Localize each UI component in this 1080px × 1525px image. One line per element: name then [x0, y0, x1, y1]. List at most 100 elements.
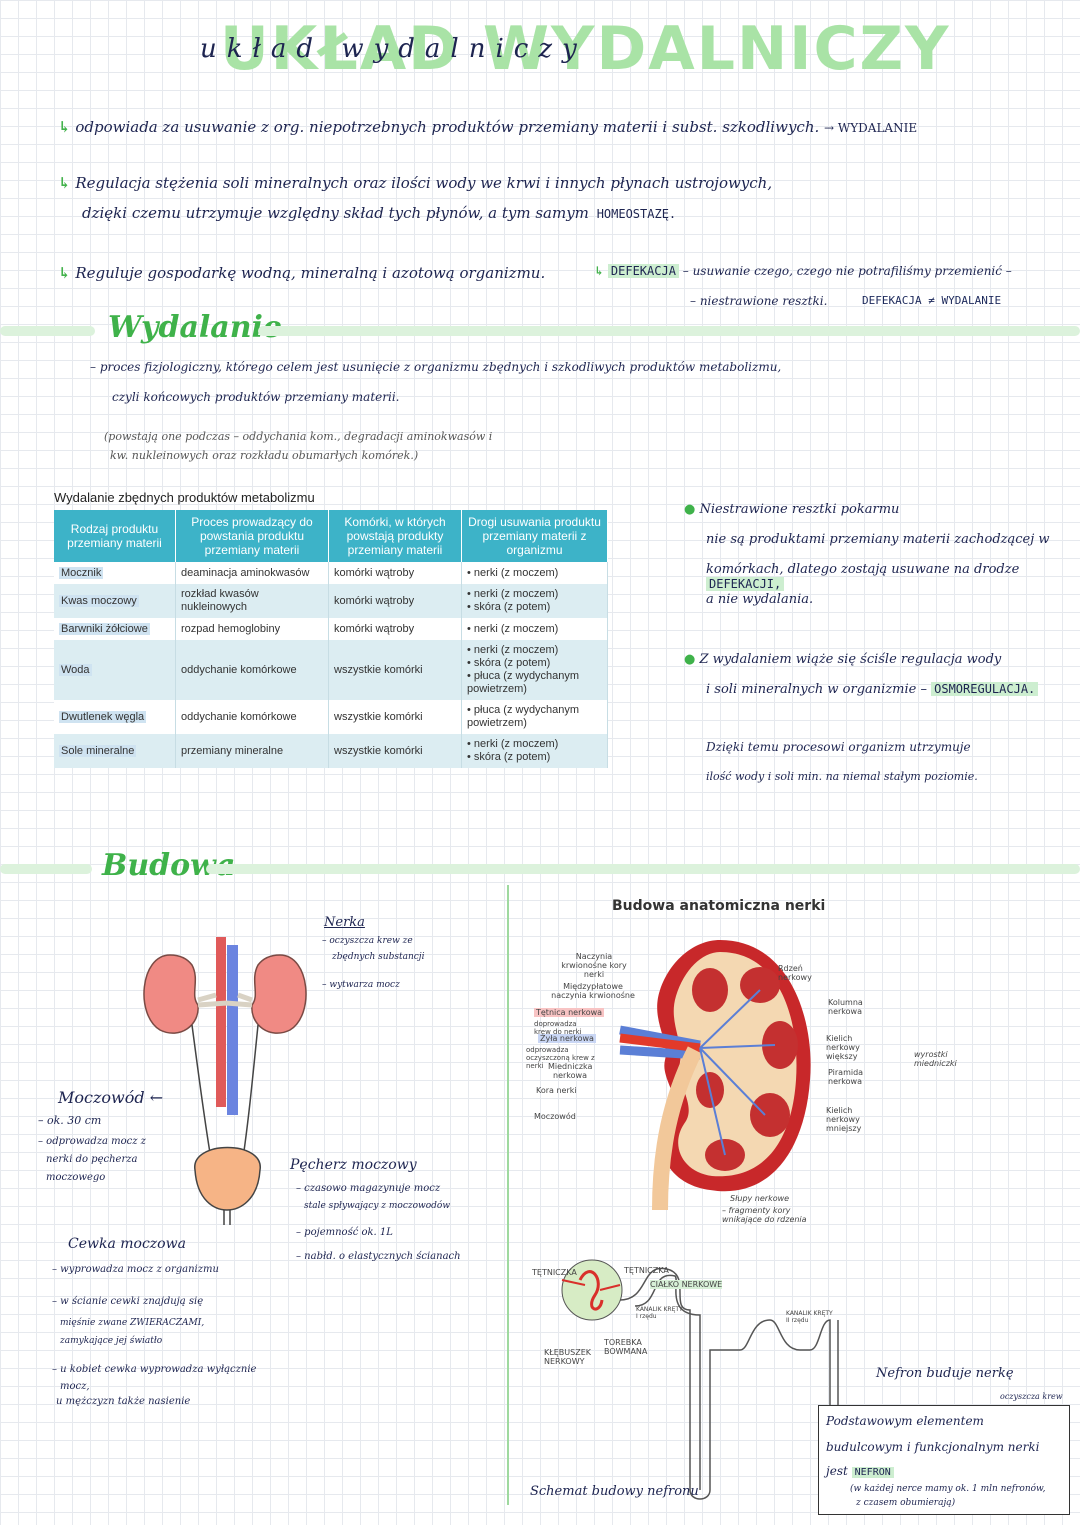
label-naczynia-kory: Naczynia krwionośne kory nerki [561, 952, 627, 979]
pecherz-desc-3: – pojemność ok. 1L [296, 1227, 393, 1238]
product-cell: Dwutlenek węgla [59, 710, 147, 723]
label-kielich-wiekszy: Kielich nerkowy większy [826, 1034, 860, 1061]
label-moczowod: Moczowód ← [58, 1088, 164, 1107]
arrow-icon: ↳ [58, 174, 71, 192]
product-cell: Kwas moczowy [59, 594, 139, 607]
cewka-desc-3: mięśnie zwane ZWIERACZAMI, [60, 1318, 205, 1328]
label-tetnica-desc: doprowadza krew do nerki [534, 1020, 582, 1036]
side-note-2-l2: i soli mineralnych w organizmie – OSMORE… [706, 682, 1039, 697]
divider-bar [0, 864, 92, 874]
routes-cell: • płuca (z wydychanym powietrzem) [461, 700, 608, 734]
defekacja-note: ↳ DEFEKACJA – usuwanie czego, czego nie … [594, 264, 1012, 278]
nerka-desc-2: zbędnych substancji [332, 952, 425, 962]
product-cell: Barwniki żółciowe [59, 622, 150, 635]
label-tetnica: Tętnica nerkowa [534, 1008, 605, 1017]
nefron-line-4: jest NEFRON [826, 1464, 894, 1478]
cewka-desc-2: – w ścianie cewki znajdują się [52, 1296, 204, 1307]
label-miedniczka: Miedniczka nerkowa [548, 1062, 593, 1080]
product-cell: Mocznik [59, 566, 104, 579]
label-kielich-mniejszy: Kielich nerkowy mniejszy [826, 1106, 862, 1133]
nerka-desc-3: – wytwarza mocz [322, 980, 400, 990]
process-cell: rozkład kwasów nukleinowych [175, 584, 329, 618]
cewka-desc-6: mocz, [60, 1381, 90, 1392]
cewka-desc-1: – wyprowadza mocz z organizmu [52, 1264, 219, 1275]
side-note-2: ● Z wydalaniem wiąże się ściśle regulacj… [684, 652, 1002, 667]
label-pecherz: Pęcherz moczowy [290, 1157, 417, 1173]
bullet-icon: ● [684, 502, 696, 517]
process-cell: przemiany mineralne [175, 734, 329, 768]
table-header: Proces prowadzący do powstania produktu … [175, 510, 329, 562]
vertical-divider [507, 885, 509, 1505]
process-cell: oddychanie komórkowe [175, 640, 329, 700]
page-title: UKŁAD WYDALNICZY [220, 14, 951, 84]
label-tetniczka-l: TĘTNICZKA [532, 1268, 577, 1277]
kidney-anatomy-illustration [619, 940, 811, 1210]
table-row: Mocznik deaminacja aminokwasów komórki w… [54, 562, 608, 584]
label-kanalik-1: KANALIK KRĘTY I rzędu [636, 1306, 683, 1320]
label-kolumna: Kolumna nerkowa [828, 998, 863, 1016]
label-zyla-desc: odprowadza oczyszczoną krew z nerki [526, 1046, 595, 1070]
label-slupy-desc: – fragmenty kory wnikające do rdzenia [722, 1206, 807, 1224]
cewka-desc-4: zamykające jej światło [60, 1336, 163, 1346]
wydalanie-def-1: – proces fizjologiczny, którego celem je… [90, 360, 782, 374]
cells-cell: wszystkie komórki [328, 700, 462, 734]
kidney-diagram-title: Budowa anatomiczna nerki [612, 898, 826, 914]
routes-cell: • nerki (z moczem)• skóra (z potem) [461, 584, 608, 618]
table-header: Rodzaj produktu przemiany materii [54, 510, 176, 562]
label-kora: Kora nerki [536, 1086, 577, 1095]
label-kanalik-2: KANALIK KRĘTY II rzędu [786, 1310, 833, 1324]
product-cell: Sole mineralne [59, 744, 137, 757]
cewka-desc-7: u mężczyzn także nasienie [56, 1396, 191, 1407]
arrow-icon: ↳ [58, 118, 71, 136]
intro-line-2b: dzięki czemu utrzymuje względny skład ty… [82, 204, 677, 222]
section-heading-wydalanie: Wydalanie [108, 310, 283, 345]
table-row: Dwutlenek węgla oddychanie komórkowe wsz… [54, 700, 608, 734]
pecherz-desc-2: stale spływający z moczowodów [304, 1201, 451, 1211]
process-cell: oddychanie komórkowe [175, 700, 329, 734]
label-zyla: Żyła nerkowa [538, 1034, 596, 1043]
side-note-1: ● Niestrawione resztki pokarmu [684, 502, 900, 517]
process-cell: rozpad hemoglobiny [175, 618, 329, 640]
nephron-caption: Schemat budowy nefronu [530, 1484, 699, 1499]
routes-cell: • nerki (z moczem) [461, 618, 608, 640]
wydalanie-def-2: czyli końcowych produktów przemiany mate… [112, 390, 400, 404]
nefron-title: Nefron buduje nerkę [876, 1366, 1014, 1381]
bullet-icon: ● [684, 652, 696, 667]
cells-cell: komórki wątroby [328, 562, 462, 584]
nefron-line-5: (w każdej nerce mamy ok. 1 mln nefronów, [850, 1484, 1046, 1494]
table-caption: Wydalanie zbędnych produktów metabolizmu [54, 490, 315, 505]
product-cell: Woda [59, 663, 92, 676]
table-header: Komórki, w których powstają produkty prz… [328, 510, 462, 562]
label-torebka: TOREBKA BOWMANA [604, 1338, 648, 1356]
nefron-box [818, 1405, 1070, 1515]
wydalanie-par-1: (powstają one podczas – oddychania kom.,… [104, 430, 493, 443]
label-slupy: Słupy nerkowe [730, 1194, 790, 1203]
label-tetniczka-r: TĘTNICZKA [624, 1266, 669, 1275]
cells-cell: wszystkie komórki [328, 640, 462, 700]
label-nerka: Nerka [324, 915, 365, 930]
page-title-script: układ wydalniczy [200, 34, 587, 64]
moczowod-desc-4: moczowego [46, 1172, 106, 1183]
cells-cell: komórki wątroby [328, 584, 462, 618]
urinary-system-illustration [143, 937, 307, 1225]
metabolism-table: Rodzaj produktu przemiany materii Proces… [54, 510, 608, 768]
table-header: Drogi usuwania produktu przemiany materi… [461, 510, 608, 562]
label-cialko: CIAŁKO NERKOWE [650, 1280, 723, 1289]
pecherz-desc-4: – nabłd. o elastycznych ścianach [296, 1251, 461, 1262]
arrow-icon: ↳ [58, 264, 71, 282]
label-naczynia-miedzy: Międzypłatowe naczynia krwionośne [551, 982, 635, 1000]
cells-cell: wszystkie komórki [328, 734, 462, 768]
cewka-desc-5: – u kobiet cewka wyprowadza wyłącznie [52, 1364, 257, 1375]
moczowod-desc-3: nerki do pęcherza [46, 1154, 138, 1165]
nefron-line-6: z czasem obumierają) [856, 1498, 956, 1508]
cells-cell: komórki wątroby [328, 618, 462, 640]
routes-cell: • nerki (z moczem)• skóra (z potem)• płu… [461, 640, 608, 700]
process-cell: deaminacja aminokwasów [175, 562, 329, 584]
label-klebuszek: KŁĘBUSZEK NERKOWY [544, 1348, 591, 1366]
side-note-1-l4: a nie wydalania. [706, 592, 814, 607]
intro-line-2a: ↳ Regulacja stężenia soli mineralnych or… [58, 174, 773, 192]
divider-bar [206, 864, 1080, 874]
side-note-1-l3: komórkach, dlatego zostają usuwane na dr… [706, 562, 1020, 591]
table-row: Kwas moczowy rozkład kwasów nukleinowych… [54, 584, 608, 618]
nephron-illustration [561, 1259, 839, 1500]
